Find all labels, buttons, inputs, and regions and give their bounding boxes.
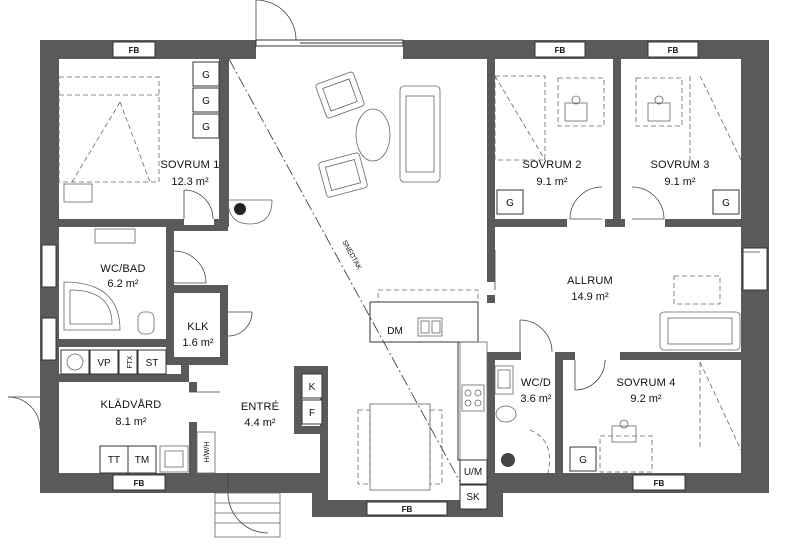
sovrum4-room: SOVRUM 4 9.2 m²: [616, 377, 675, 405]
kladvard-furniture: VP FTX ST TT TM: [7, 349, 220, 474]
sovrum1-furniture: G G G: [58, 61, 220, 220]
room-name-kladvard: KLÄDVÅRD: [101, 398, 162, 411]
wardrobe-label: G: [202, 96, 210, 107]
room-name-allrum: ALLRUM: [567, 275, 613, 287]
room-area-wcd: 3.6 m²: [520, 393, 552, 405]
room-name-sovrum2: SOVRUM 2: [522, 159, 581, 171]
klk-room: KLK 1.6 m²: [182, 311, 253, 349]
room-name-klk: KLK: [187, 321, 209, 333]
tm-label: TM: [135, 455, 149, 466]
room-area-sovrum4: 9.2 m²: [630, 393, 662, 405]
sovrum4-furniture: G: [569, 359, 742, 473]
room-area-allrum: 14.9 m²: [571, 291, 609, 303]
entre-features: K F H/W/H: [196, 373, 323, 538]
st-label: ST: [146, 358, 159, 369]
wardrobe-label: G: [722, 198, 730, 209]
fb-label: FB: [134, 479, 145, 488]
entre-room: ENTRÉ 4.4 m²: [241, 400, 279, 429]
vp-label: VP: [97, 358, 111, 369]
wcd-room: WC/D 3.6 m²: [520, 377, 552, 405]
room-area-klk: 1.6 m²: [182, 337, 214, 349]
room-name-wcd: WC/D: [521, 377, 551, 389]
wardrobe-label: G: [506, 198, 514, 209]
sovrum3-room: SOVRUM 3 9.1 m²: [650, 159, 709, 188]
allrum-room: ALLRUM 14.9 m²: [567, 275, 613, 303]
room-name-wcbad: WC/BAD: [100, 263, 145, 275]
um-label: U/M: [464, 467, 482, 478]
fb-label: FB: [129, 46, 140, 55]
sovrum3-furniture: G: [631, 75, 742, 220]
room-name-sovrum3: SOVRUM 3: [650, 159, 709, 171]
sovrum2-room: SOVRUM 2 9.1 m²: [522, 159, 581, 188]
sovrum1-room: SOVRUM 1 12.3 m²: [160, 159, 219, 188]
living-area-furniture: SNEDTAK DM U/M SK: [228, 0, 488, 510]
sk-label: SK: [466, 492, 480, 503]
room-name-sovrum4: SOVRUM 4: [616, 377, 675, 389]
wcbad-room: WC/BAD 6.2 m²: [100, 263, 145, 290]
interior-walls: [59, 59, 741, 473]
windows: [41, 39, 768, 516]
allrum-furniture: [494, 250, 760, 353]
fb-label: FB: [402, 505, 413, 514]
hwh-label: H/W/H: [204, 442, 211, 463]
k-label: K: [309, 382, 316, 393]
room-area-entre: 4.4 m²: [244, 417, 276, 429]
wcbad-furniture: [63, 228, 207, 335]
wcd-furniture: [494, 365, 550, 474]
dm-label: DM: [387, 326, 403, 337]
tt-label: TT: [108, 455, 120, 466]
room-name-sovrum1: SOVRUM 1: [160, 159, 219, 171]
room-area-sovrum1: 12.3 m²: [171, 176, 209, 188]
wardrobe-label: G: [202, 70, 210, 81]
f-label: F: [309, 408, 315, 419]
fb-labels: FB FB FB FB FB FB: [129, 46, 679, 514]
wardrobe-label: G: [202, 122, 210, 133]
fb-label: FB: [654, 479, 665, 488]
room-area-wcbad: 6.2 m²: [107, 278, 139, 290]
snedtak-label: SNEDTAK: [340, 239, 362, 271]
room-name-entre: ENTRÉ: [241, 400, 279, 413]
room-area-sovrum3: 9.1 m²: [664, 176, 696, 188]
kladvard-room: KLÄDVÅRD 8.1 m²: [101, 398, 162, 428]
fb-label: FB: [555, 46, 566, 55]
wardrobe-label: G: [579, 455, 587, 466]
ftx-label: FTX: [127, 355, 134, 369]
sovrum2-furniture: G: [494, 75, 605, 220]
exterior-walls: [40, 40, 769, 517]
room-area-sovrum2: 9.1 m²: [536, 176, 568, 188]
stove-icon: [227, 199, 273, 225]
room-area-kladvard: 8.1 m²: [115, 416, 147, 428]
fb-label: FB: [668, 46, 679, 55]
